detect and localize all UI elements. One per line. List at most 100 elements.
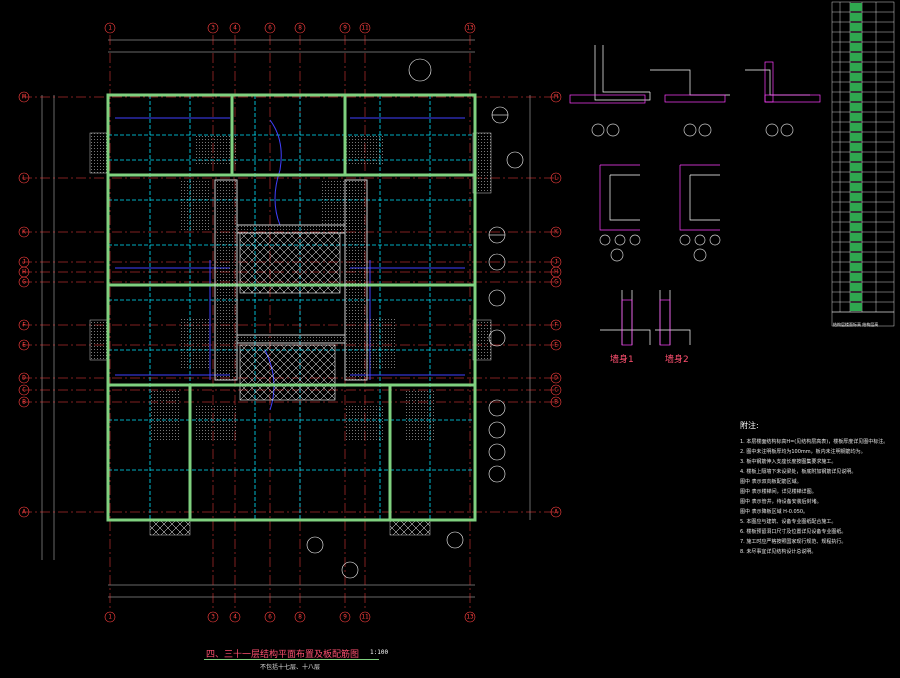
axis-bubble: M <box>18 91 30 103</box>
axis-label: B <box>22 399 26 406</box>
axis-bubble: 11 <box>359 611 371 623</box>
core-walls <box>214 179 368 381</box>
note-line: 7. 施工时应严格按照国家现行规范、规程执行。 <box>740 539 847 545</box>
note-line: 8. 未尽事宜详见结构设计总说明。 <box>740 549 817 555</box>
beam-lines <box>108 95 475 520</box>
drawing-title-block: 四、三十一层结构平面布置及板配筋图 1:100 不包括十七层、十八层 <box>200 645 400 675</box>
table-cell-green <box>850 43 862 51</box>
svg-text:墙身2: 墙身2 <box>665 353 689 365</box>
table-cell-green <box>850 273 862 281</box>
axis-label: D <box>554 375 558 382</box>
section-markers <box>306 58 524 579</box>
axis-bubble: 8 <box>294 22 306 34</box>
table-cell-green <box>850 223 862 231</box>
axis-bubble: D <box>550 372 562 384</box>
table-cell-green <box>850 193 862 201</box>
axis-label: L <box>554 175 558 182</box>
axis-label: G <box>554 279 558 286</box>
axis-label: 8 <box>298 25 302 32</box>
axis-label: B <box>554 399 558 406</box>
axis-bubble: 8 <box>294 611 306 623</box>
axis-bubble: B <box>550 396 562 408</box>
axis-label: 3 <box>211 25 215 32</box>
axis-bubble: F <box>18 319 30 331</box>
axis-label: 13 <box>466 614 474 621</box>
axis-label: 8 <box>298 614 302 621</box>
table-cell-green <box>850 283 862 291</box>
drawing-title: 四、三十一层结构平面布置及板配筋图 <box>206 650 360 660</box>
axis-bubble: 4 <box>229 611 241 623</box>
axis-label: 4 <box>233 25 237 32</box>
axis-bubble: 11 <box>359 22 371 34</box>
note-line: 3. 板中钢筋伸入支座长度按图集要求施工。 <box>740 459 837 465</box>
axis-label: K <box>554 229 558 236</box>
axis-bubble: F <box>550 319 562 331</box>
axis-label: C <box>554 387 558 394</box>
table-cell-green <box>850 243 862 251</box>
notes-block: 附注: 1. 本层楼面结构标高H=(见结构层高表)，楼板厚度详见图中标注。2. … <box>740 420 898 620</box>
level-table <box>831 1 895 327</box>
note-line: 1. 本层楼面结构标高H=(见结构层高表)，楼板厚度详见图中标注。 <box>740 439 889 445</box>
table-cell-green <box>850 213 862 221</box>
svg-text:墙身1: 墙身1 <box>610 353 634 365</box>
axis-bubble: L <box>18 172 30 184</box>
axis-bubble: A <box>18 506 30 518</box>
axis-label: F <box>554 322 558 329</box>
table-caption: 结构层楼面标高 结构层高 <box>833 322 879 327</box>
axis-bubble: D <box>18 372 30 384</box>
table-cell-green <box>850 63 862 71</box>
axis-label: 9 <box>343 614 347 621</box>
axis-bubble: 9 <box>339 611 351 623</box>
table-cell-green <box>850 13 862 21</box>
axis-bubble: E <box>18 339 30 351</box>
axis-bubble: 13 <box>464 22 476 34</box>
table-cell-green <box>850 123 862 131</box>
axis-bubble: M <box>550 91 562 103</box>
table-cell-green <box>850 53 862 61</box>
axis-label: L <box>22 175 26 182</box>
table-cell-green <box>850 103 862 111</box>
axis-label: G <box>22 279 26 286</box>
section-details <box>569 45 821 346</box>
table-cell-green <box>850 253 862 261</box>
table-cell-green <box>850 153 862 161</box>
axis-label: J <box>22 259 26 266</box>
axis-label: M <box>22 94 26 101</box>
table-cell-green <box>850 163 862 171</box>
axis-label: A <box>22 509 26 516</box>
axis-bubble: 9 <box>339 22 351 34</box>
axis-bubble: K <box>18 226 30 238</box>
axis-label: 6 <box>268 25 272 32</box>
axis-bubble: G <box>550 276 562 288</box>
axis-label: H <box>22 269 26 276</box>
table-cell-green <box>850 133 862 141</box>
axis-label: 6 <box>268 614 272 621</box>
table-cell-green <box>850 83 862 91</box>
axis-label: E <box>22 342 26 349</box>
shear-walls <box>106 93 477 522</box>
axis-bubble: C <box>18 384 30 396</box>
axis-bubble: C <box>550 384 562 396</box>
axis-label: 13 <box>466 25 474 32</box>
axis-bubble: 6 <box>264 22 276 34</box>
axis-label: 3 <box>211 614 215 621</box>
axis-bubble: L <box>550 172 562 184</box>
table-cell-green <box>850 93 862 101</box>
axis-bubble: 1 <box>104 22 116 34</box>
axis-bubble: K <box>550 226 562 238</box>
drawing-subtitle: 不包括十七层、十八层 <box>260 664 321 671</box>
note-line: 图中 表示管井，待设备安装后封堵。 <box>740 499 822 505</box>
drawing-scale: 1:100 <box>370 649 389 656</box>
axis-label: M <box>554 94 558 101</box>
table-cell-green <box>850 3 862 11</box>
axis-bubble: 3 <box>207 611 219 623</box>
table-cell-green <box>850 33 862 41</box>
note-line: 6. 楼板预留洞口尺寸及位置详见设备专业图纸。 <box>740 529 847 535</box>
axis-label: 11 <box>361 25 369 32</box>
axis-label: 11 <box>361 614 369 621</box>
table-cell-green <box>850 73 862 81</box>
axis-bubble: 4 <box>229 22 241 34</box>
